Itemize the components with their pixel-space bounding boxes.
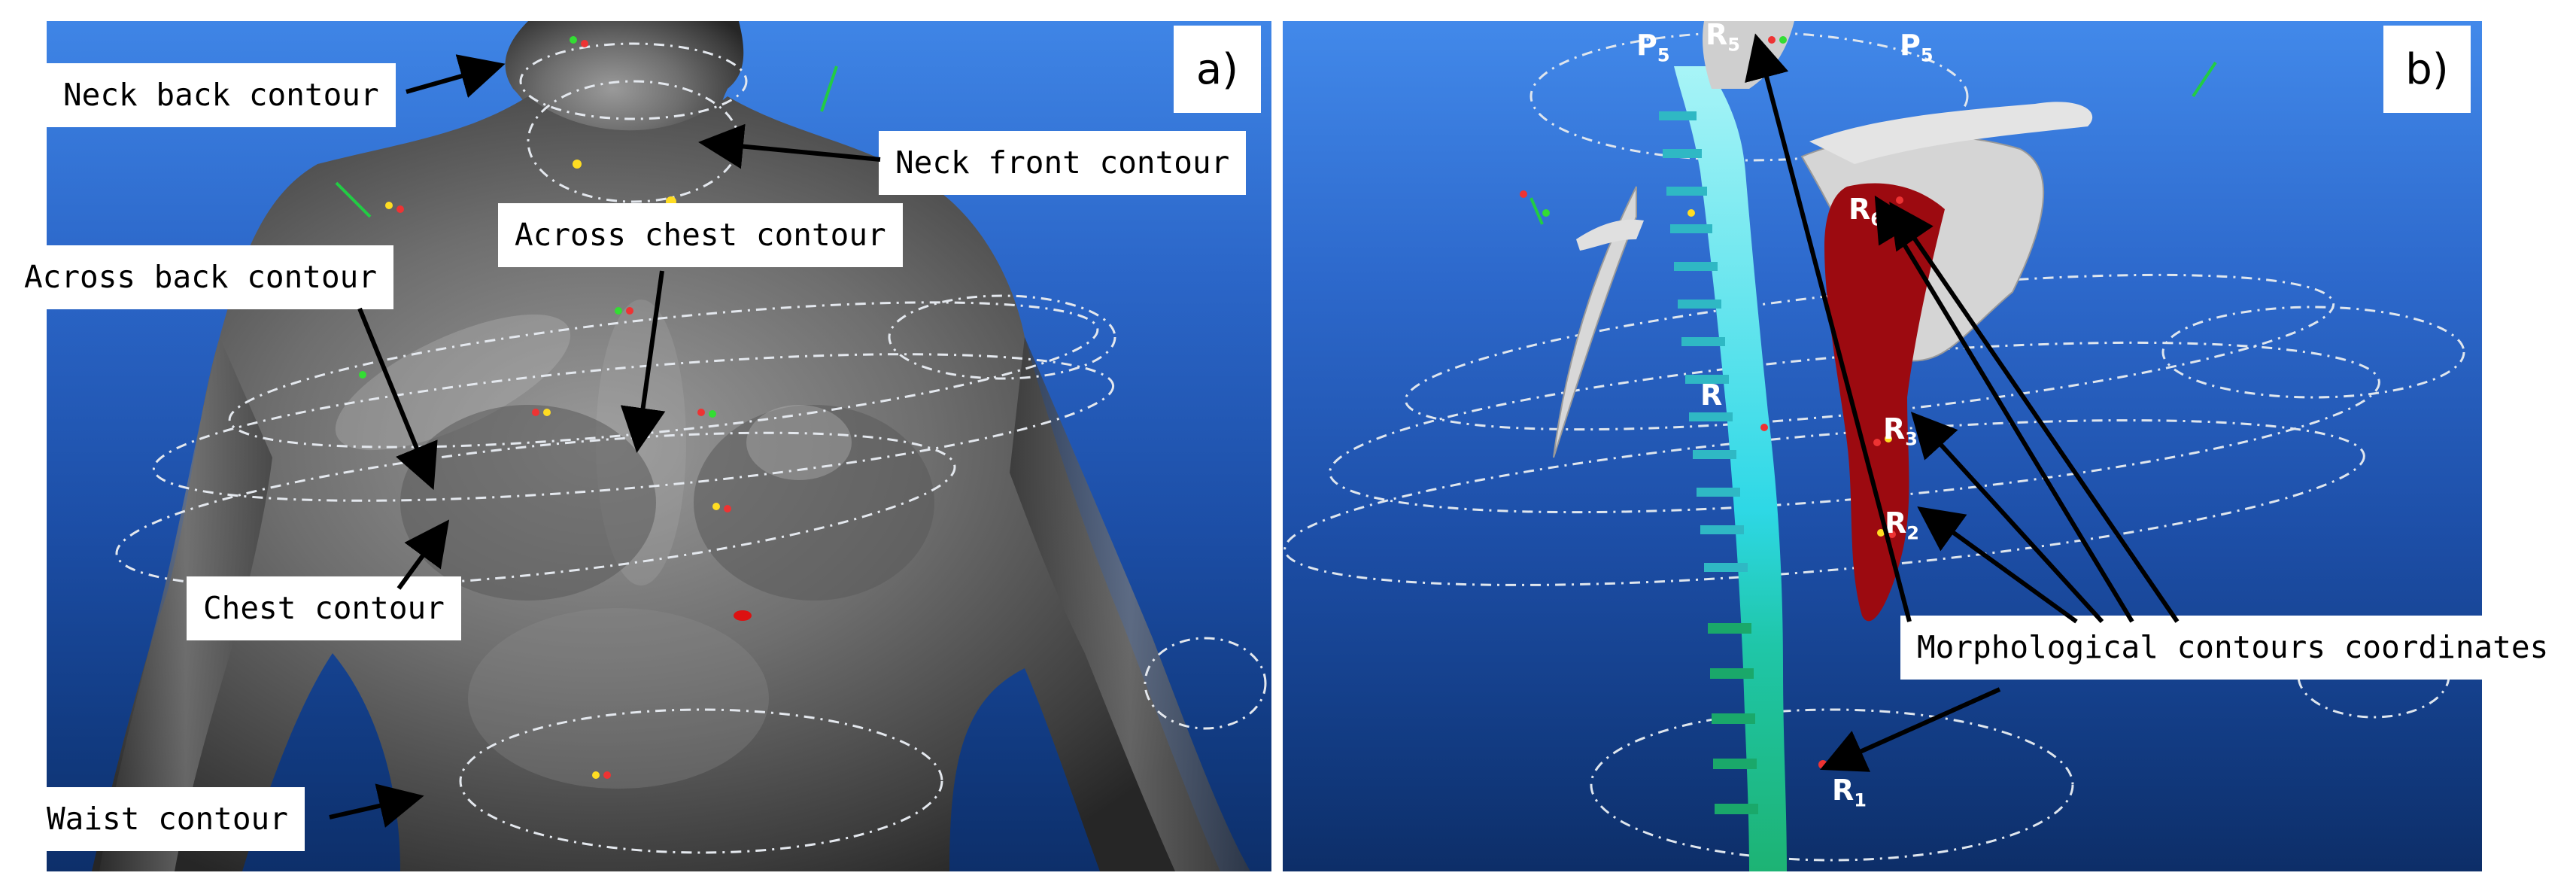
neck-back-contour: [519, 42, 748, 120]
panel-a-id-label: a): [1174, 26, 1261, 113]
upper-arm-contour: [888, 294, 1116, 380]
contour-b-3: [1283, 419, 2365, 586]
right-breast-shape: [694, 405, 934, 601]
chest-contour-line: [115, 431, 956, 589]
breast-highlight: [746, 405, 852, 480]
waist-contour-line: [459, 708, 943, 854]
left-breast-shape: [400, 405, 656, 601]
left-shoulder-bone: [1553, 186, 1637, 458]
label-morphological-contours-coordinates: Morphological contours coordinates: [1900, 616, 2565, 680]
morphological-region: [1824, 183, 1945, 622]
label-chest-contour: Chest contour: [187, 576, 461, 640]
panel-b-skeleton: P5 R5 P5 R6 R R3 R2 R1: [1283, 21, 2482, 871]
label-waist-contour: Waist contour: [30, 787, 305, 851]
right-arm-shape: [1010, 337, 1250, 871]
abdomen-highlight: [468, 608, 769, 789]
label-neck-front-contour: Neck front contour: [879, 131, 1247, 195]
point-p5-left: P5: [1636, 29, 1670, 66]
left-arm-shape: [99, 337, 272, 871]
lumbar-processes: [1708, 623, 1758, 814]
label-across-chest-contour: Across chest contour: [498, 203, 903, 267]
forearm-contour: [1144, 637, 1267, 730]
point-r1: R1: [1832, 774, 1867, 811]
point-r6: R6: [1848, 193, 1883, 230]
point-r2: R2: [1885, 506, 1919, 544]
body-contours: [115, 42, 1267, 854]
vertebrae-processes: [1659, 111, 1748, 572]
point-r3: R3: [1883, 412, 1918, 450]
point-r: R: [1700, 379, 1723, 412]
spine: [1674, 66, 1787, 871]
label-neck-back-contour: Neck back contour: [47, 63, 396, 127]
label-across-back-contour: Across back contour: [8, 245, 393, 309]
skeleton-illustration: [1283, 21, 2465, 871]
neck-contour-b: [1530, 31, 1969, 162]
point-p5-right: P5: [1900, 29, 1934, 66]
across-back-contour-line: [152, 353, 1115, 502]
left-clavicle: [1576, 219, 1644, 251]
point-r5: R5: [1706, 21, 1740, 56]
panel-b-id-label: b): [2383, 26, 2471, 113]
